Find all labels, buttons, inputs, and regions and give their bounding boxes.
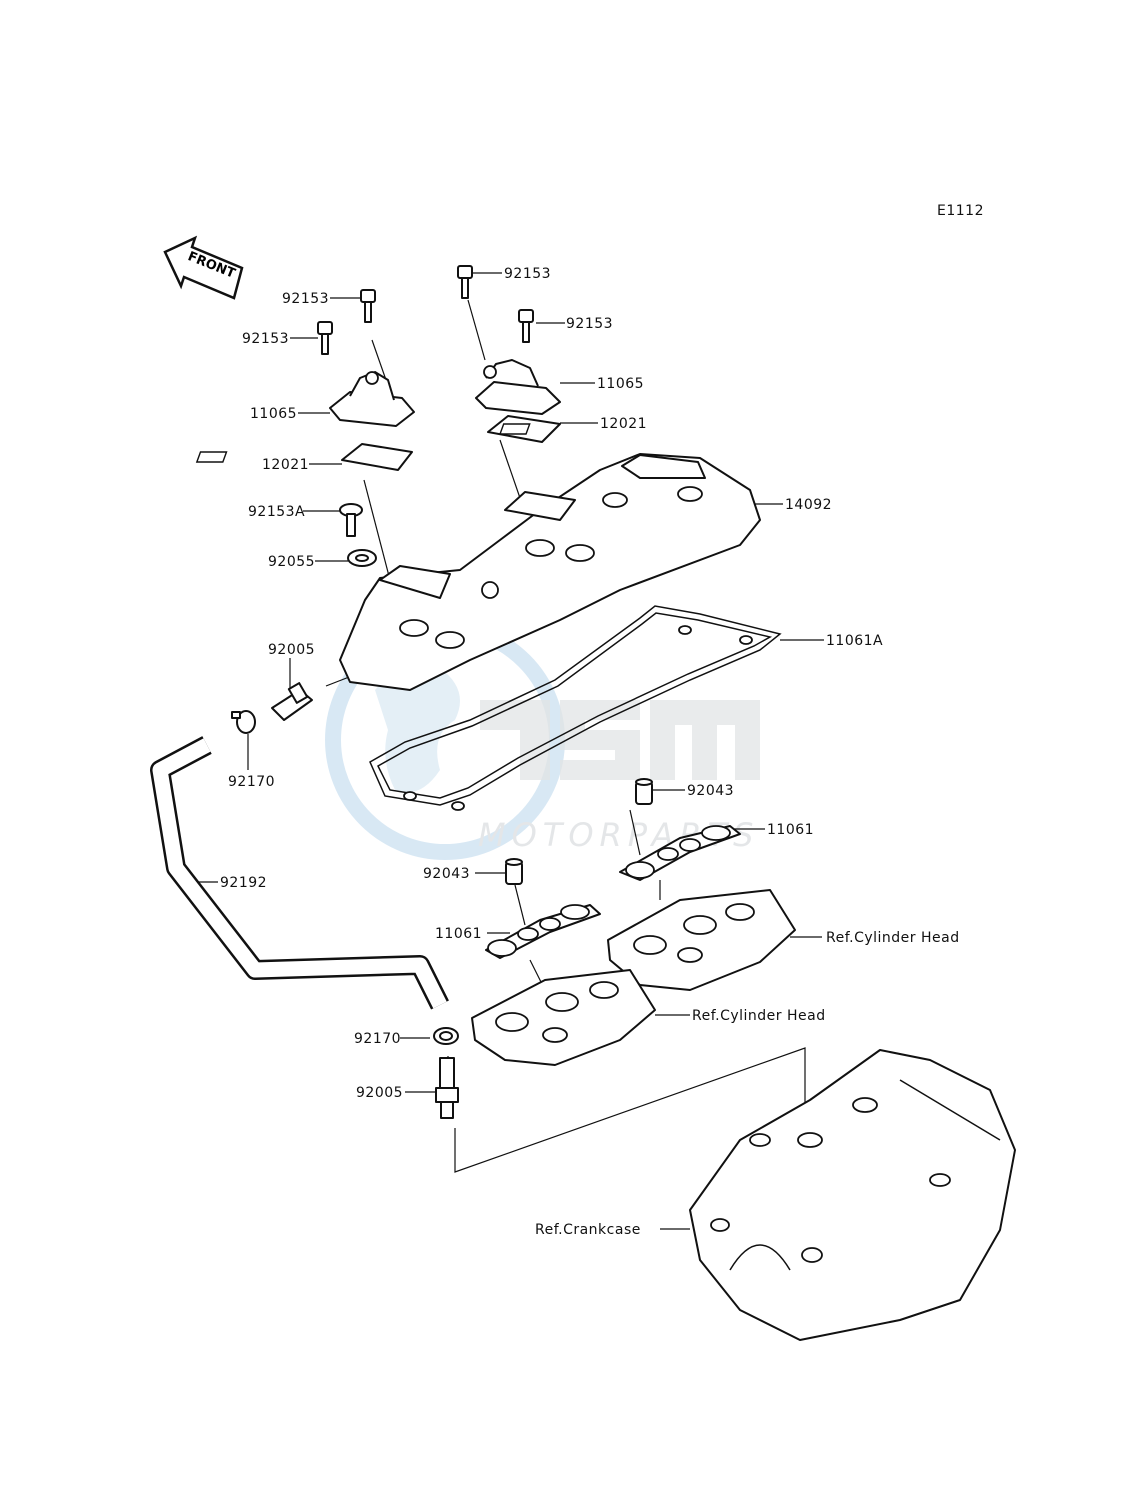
part-label: 11061 [435, 926, 482, 942]
part-label: Ref.Cylinder Head [692, 1008, 826, 1024]
part-label: 92005 [356, 1085, 403, 1101]
part-label: 92170 [228, 774, 275, 790]
part-labels: 92153 92153 92153 92153 11065 11065 1202… [220, 266, 960, 1238]
part-label: Ref.Cylinder Head [826, 930, 960, 946]
front-arrow-icon: FRONT [163, 235, 244, 300]
cylinder-head-icon [471, 969, 656, 1066]
dowel-pin-icon [635, 778, 653, 805]
crankcase-icon [689, 1049, 1016, 1341]
bolt-icon [360, 289, 376, 323]
reed-valve-cap-icon [329, 371, 415, 427]
part-label: 92043 [687, 783, 734, 799]
part-label: 92153 [504, 266, 551, 282]
part-label: 92153A [248, 504, 305, 520]
part-label: 11065 [597, 376, 644, 392]
hose-clamp-icon [433, 1027, 459, 1045]
breather-hose-icon [150, 736, 449, 1010]
part-label: 14092 [785, 497, 832, 513]
plug-hole-gasket-icon [485, 904, 601, 959]
hose-clamp-icon [231, 710, 256, 734]
part-label: 92153 [566, 316, 613, 332]
reed-gasket-icon [195, 443, 413, 471]
part-label: 92153 [282, 291, 329, 307]
part-label: 92170 [354, 1031, 401, 1047]
dowel-pin-icon [505, 858, 523, 885]
part-label: 92055 [268, 554, 315, 570]
diagram-code: E1112 [937, 203, 984, 219]
bolt-icon [317, 321, 333, 355]
reed-gasket-icon [487, 415, 561, 443]
cover-gasket-icon [369, 605, 782, 811]
part-label: 11061 [767, 822, 814, 838]
cylinder-head-icon [607, 889, 796, 991]
part-label: 12021 [262, 457, 309, 473]
bolt-icon [457, 265, 473, 299]
nipple-icon [271, 682, 313, 721]
nipple-icon [435, 1057, 459, 1119]
part-label: 92043 [423, 866, 470, 882]
part-label: 92192 [220, 875, 267, 891]
part-label: 11061A [826, 633, 883, 649]
bolt-icon [339, 503, 363, 537]
part-label: 92153 [242, 331, 289, 347]
part-label: Ref.Crankcase [535, 1222, 641, 1238]
part-label: 12021 [600, 416, 647, 432]
reed-valve-cap-icon [475, 359, 561, 415]
cylinder-head-cover-icon [339, 453, 761, 691]
part-label: 92005 [268, 642, 315, 658]
bolt-icon [518, 309, 534, 343]
washer-icon [347, 549, 377, 567]
part-label: 11065 [250, 406, 297, 422]
plug-hole-gasket-icon [619, 825, 741, 881]
